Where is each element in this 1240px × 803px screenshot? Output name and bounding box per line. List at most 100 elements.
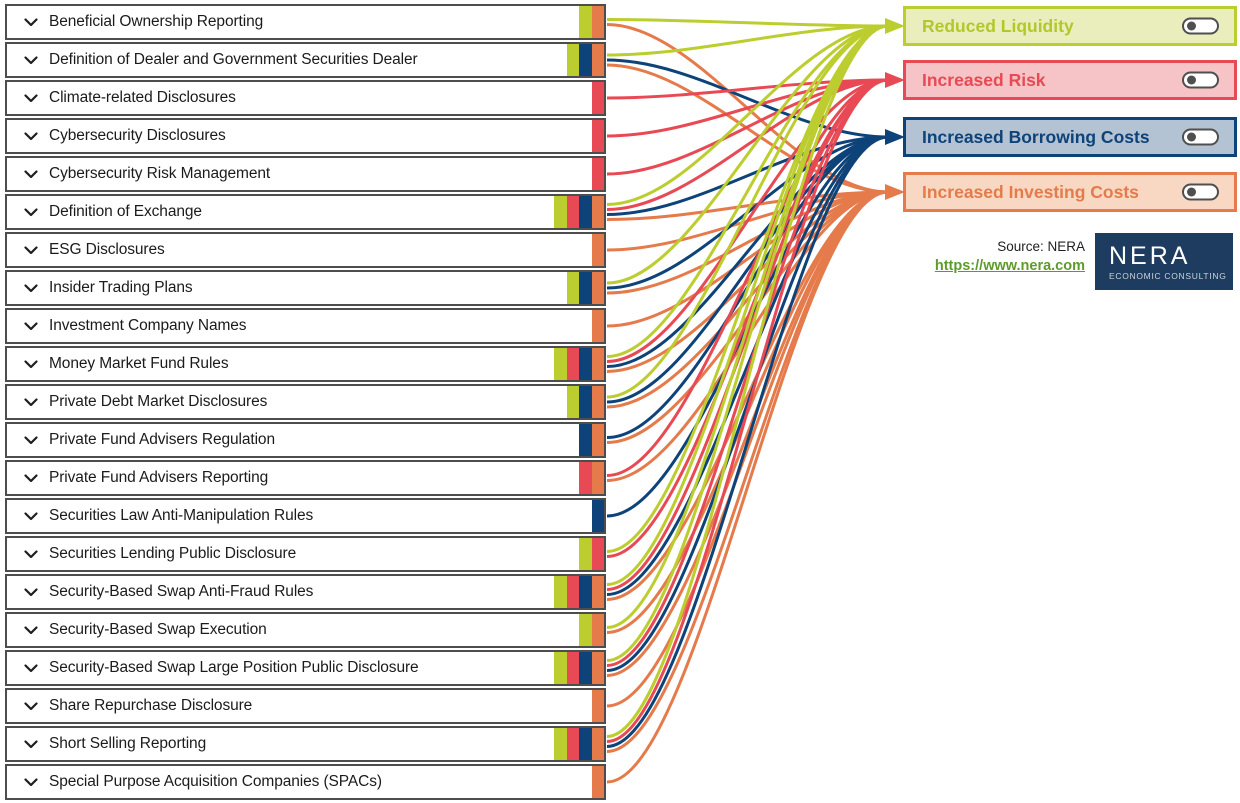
toggle-increased-borrowing-costs[interactable] — [1182, 128, 1219, 146]
impact-strip-increased-risk — [591, 538, 604, 570]
regulation-row[interactable]: Cybersecurity Disclosures — [5, 118, 606, 154]
regulation-row[interactable]: Security-Based Swap Execution — [5, 612, 606, 648]
regulation-row[interactable]: Short Selling Reporting — [5, 726, 606, 762]
chevron-down-icon — [24, 511, 38, 520]
regulation-row[interactable]: Definition of Exchange — [5, 194, 606, 230]
impact-strip-increased-investing-costs — [591, 652, 604, 684]
flow-curve-increased-investing-costs — [606, 23, 889, 194]
regulation-label: Securities Lending Public Disclosure — [49, 545, 297, 562]
toggle-reduced-liquidity[interactable] — [1182, 17, 1219, 35]
impact-strip-increased-investing-costs — [591, 462, 604, 494]
regulation-row[interactable]: Investment Company Names — [5, 308, 606, 344]
regulation-row[interactable]: Cybersecurity Risk Management — [5, 156, 606, 192]
source-block: Source: NERA https://www.nera.com — [885, 238, 1085, 277]
impact-strip-increased-borrowing-costs — [579, 424, 592, 456]
impact-strip-reduced-liquidity — [554, 728, 567, 760]
impact-strip-increased-borrowing-costs — [579, 272, 592, 304]
nera-link[interactable]: https://www.nera.com — [934, 258, 1085, 274]
regulation-row[interactable]: Special Purpose Acquisition Companies (S… — [5, 764, 606, 800]
nera-logo: NERA ECONOMIC CONSULTING — [1095, 233, 1233, 290]
regulation-row[interactable]: Private Debt Market Disclosures — [5, 384, 606, 420]
chevron-down-icon — [24, 169, 38, 178]
regulation-row[interactable]: Beneficial Ownership Reporting — [5, 4, 606, 40]
impact-strip-reduced-liquidity — [554, 652, 567, 684]
impact-strip-reduced-liquidity — [554, 196, 567, 228]
flow-curve-increased-borrowing-costs — [606, 135, 889, 439]
regulation-row[interactable]: Insider Trading Plans — [5, 270, 606, 306]
flow-curve-reduced-liquidity — [606, 24, 889, 738]
regulation-label: Beneficial Ownership Reporting — [49, 13, 264, 30]
flow-curve-increased-investing-costs — [606, 190, 889, 409]
regulation-row[interactable]: Private Fund Advisers Regulation — [5, 422, 606, 458]
arrowhead-increased-investing-costs — [885, 184, 905, 200]
flow-curve-increased-investing-costs — [606, 190, 889, 784]
impact-label: Increased Investing Costs — [922, 181, 1139, 202]
impact-box-increased-borrowing-costs: Increased Borrowing Costs — [903, 117, 1237, 157]
impact-strip-increased-borrowing-costs — [579, 386, 592, 418]
regulation-label: Short Selling Reporting — [49, 735, 207, 752]
regulation-label: Definition of Dealer and Government Secu… — [49, 51, 418, 68]
flow-curve-increased-risk — [606, 78, 889, 743]
impact-strip-reduced-liquidity — [579, 538, 592, 570]
regulation-row[interactable]: Share Repurchase Disclosure — [5, 688, 606, 724]
regulation-row[interactable]: Definition of Dealer and Government Secu… — [5, 42, 606, 78]
regulation-row[interactable]: Money Market Fund Rules — [5, 346, 606, 382]
impact-strip-increased-borrowing-costs — [579, 652, 592, 684]
impact-strip-increased-investing-costs — [591, 234, 604, 266]
impact-strip-increased-investing-costs — [591, 196, 604, 228]
regulation-row[interactable]: Climate-related Disclosures — [5, 80, 606, 116]
impact-strip-increased-risk — [566, 728, 579, 760]
impact-box-reduced-liquidity: Reduced Liquidity — [903, 6, 1237, 46]
impact-strip-increased-borrowing-costs — [591, 500, 604, 532]
flow-curve-increased-borrowing-costs — [606, 135, 889, 290]
chevron-down-icon — [24, 625, 38, 634]
impact-strip-reduced-liquidity — [579, 6, 592, 38]
flow-curve-increased-borrowing-costs — [606, 135, 889, 748]
regulation-row[interactable]: ESG Disclosures — [5, 232, 606, 268]
chevron-down-icon — [24, 283, 38, 292]
flow-curve-increased-risk — [606, 78, 889, 100]
chevron-down-icon — [24, 55, 38, 64]
flow-curve-increased-borrowing-costs — [606, 135, 889, 672]
chevron-down-icon — [24, 739, 38, 748]
flow-curve-increased-borrowing-costs — [606, 58, 889, 139]
chevron-down-icon — [24, 549, 38, 558]
regulation-label: Private Fund Advisers Regulation — [49, 431, 275, 448]
flow-curve-increased-investing-costs — [606, 190, 889, 482]
flow-curve-reduced-liquidity — [606, 24, 889, 662]
flow-curve-increased-investing-costs — [606, 63, 889, 194]
regulation-label: Money Market Fund Rules — [49, 355, 229, 372]
regulation-row[interactable]: Security-Based Swap Large Position Publi… — [5, 650, 606, 686]
regulation-label: Investment Company Names — [49, 317, 247, 334]
chevron-down-icon — [24, 397, 38, 406]
flow-curve-increased-risk — [606, 78, 889, 138]
regulation-row[interactable]: Securities Law Anti-Manipulation Rules — [5, 498, 606, 534]
flow-curve-reduced-liquidity — [606, 24, 889, 206]
flow-curve-increased-risk — [606, 78, 889, 363]
impact-strip-reduced-liquidity — [566, 44, 579, 76]
regulation-row[interactable]: Security-Based Swap Anti-Fraud Rules — [5, 574, 606, 610]
flow-curve-increased-risk — [606, 78, 889, 176]
regulation-row[interactable]: Private Fund Advisers Reporting — [5, 460, 606, 496]
regulation-label: Climate-related Disclosures — [49, 89, 236, 106]
flow-curve-increased-investing-costs — [606, 190, 889, 328]
regulation-label: Security-Based Swap Anti-Fraud Rules — [49, 583, 314, 600]
chevron-down-icon — [24, 131, 38, 140]
regulation-label: Cybersecurity Risk Management — [49, 165, 271, 182]
impact-strip-increased-risk — [566, 348, 579, 380]
impact-strip-increased-investing-costs — [591, 424, 604, 456]
chevron-down-icon — [24, 93, 38, 102]
impact-strip-increased-investing-costs — [591, 310, 604, 342]
chevron-down-icon — [24, 701, 38, 710]
regulation-row[interactable]: Securities Lending Public Disclosure — [5, 536, 606, 572]
toggle-increased-investing-costs[interactable] — [1182, 183, 1219, 201]
flow-curve-increased-investing-costs — [606, 190, 889, 708]
regulation-label: Cybersecurity Disclosures — [49, 127, 226, 144]
toggle-increased-risk[interactable] — [1182, 71, 1219, 89]
impact-label: Increased Borrowing Costs — [922, 126, 1150, 147]
flow-curve-increased-risk — [606, 78, 889, 477]
impact-strip-increased-investing-costs — [591, 576, 604, 608]
impact-strip-increased-investing-costs — [591, 728, 604, 760]
flow-curve-reduced-liquidity — [606, 24, 889, 57]
